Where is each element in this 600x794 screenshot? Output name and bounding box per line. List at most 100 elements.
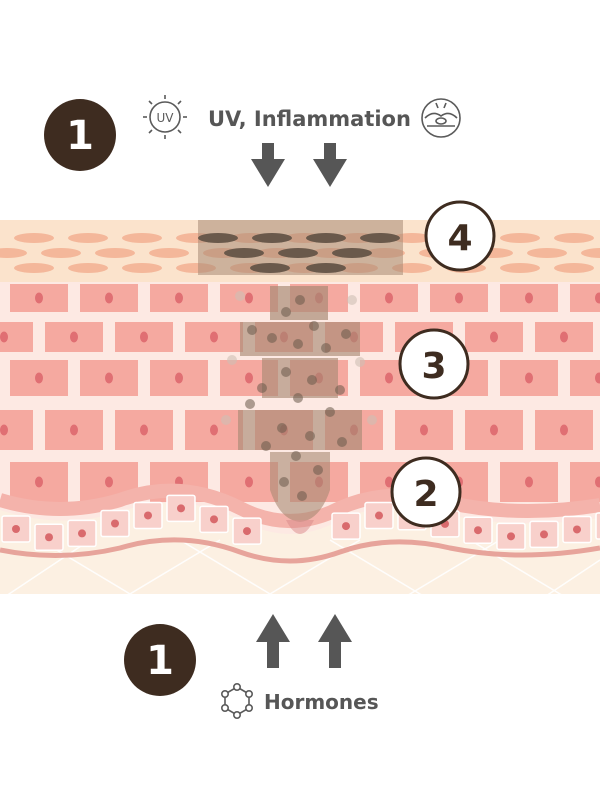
keratinocyte-nucleus <box>140 424 148 436</box>
keratinocyte-nucleus <box>105 476 113 488</box>
arrow-up-right <box>318 614 352 668</box>
keratinocyte-nucleus <box>595 476 600 488</box>
inflamed-skin-icon <box>421 98 461 138</box>
melanin-column <box>238 286 362 534</box>
keratinocyte-nucleus <box>0 331 8 343</box>
keratinocyte-nucleus <box>70 331 78 343</box>
melanin-granule <box>235 291 245 301</box>
melanin-granule <box>277 423 287 433</box>
hormones-label: Hormones <box>264 690 379 714</box>
melanin-granule <box>347 295 357 305</box>
melanin-granule <box>279 477 289 487</box>
keratinocyte-nucleus <box>385 476 393 488</box>
keratinocyte-nucleus <box>595 372 600 384</box>
melanin-granule <box>307 375 317 385</box>
melanin-granule <box>257 383 267 393</box>
melanin-granule <box>313 465 323 475</box>
melanin-granule <box>247 325 257 335</box>
basal-membrane-bottom <box>0 537 600 564</box>
flat-cell <box>122 233 162 243</box>
keratinocyte-nucleus <box>175 292 183 304</box>
melanin-granule <box>309 321 319 331</box>
keratinocyte-nucleus <box>210 424 218 436</box>
basal-nucleus <box>375 511 383 520</box>
melanin-granule <box>281 367 291 377</box>
keratinocyte-nucleus <box>420 424 428 436</box>
flat-cell <box>68 263 108 273</box>
flat-cell <box>500 233 540 243</box>
keratinocyte-nucleus <box>0 424 8 436</box>
arrow-up-left <box>256 614 290 668</box>
basal-nucleus <box>507 532 515 541</box>
melanin-granule <box>367 415 377 425</box>
marker-2: 2 <box>390 456 462 528</box>
flat-cell <box>95 248 135 258</box>
melanin-granule <box>227 355 237 365</box>
marker-3: 3 <box>398 328 470 400</box>
melanin-granule <box>291 451 301 461</box>
basal-nucleus <box>144 511 152 520</box>
flat-cell <box>581 248 600 258</box>
flat-cell <box>41 248 81 258</box>
surface-pigment-patch <box>198 220 403 275</box>
melanin-granule <box>295 295 305 305</box>
hormone-molecule-icon <box>221 682 254 719</box>
keratinocyte-nucleus <box>140 331 148 343</box>
melanin-granule <box>297 491 307 501</box>
basal-nucleus <box>243 527 251 536</box>
keratinocyte-nucleus <box>385 292 393 304</box>
flat-cell <box>122 263 162 273</box>
keratinocyte-nucleus <box>105 292 113 304</box>
basal-nucleus <box>573 525 581 534</box>
keratinocyte-nucleus <box>490 331 498 343</box>
bottom-cause-group: 1 Hormones <box>124 614 379 719</box>
melanin-granule <box>337 437 347 447</box>
melanin-granule <box>355 357 365 367</box>
keratinocyte-nucleus <box>35 476 43 488</box>
melanin-granule <box>341 329 351 339</box>
keratinocyte-nucleus <box>245 372 253 384</box>
keratinocyte-nucleus <box>560 424 568 436</box>
step-badge-bottom-number: 1 <box>146 638 174 684</box>
keratinocyte-nucleus <box>525 372 533 384</box>
melanin-granule <box>305 431 315 441</box>
flat-cell <box>500 263 540 273</box>
basal-nucleus <box>12 525 20 533</box>
uv-icon-text: UV <box>157 111 175 125</box>
melanin-granule <box>325 407 335 417</box>
melanin-granule <box>267 333 277 343</box>
basal-nucleus <box>210 515 218 524</box>
basal-nucleus <box>78 529 86 538</box>
step-badge-top-number: 1 <box>66 113 94 159</box>
keratinocyte-nucleus <box>35 372 43 384</box>
melanin-granule <box>261 441 271 451</box>
keratinocyte-nucleus <box>105 372 113 384</box>
basal-nucleus <box>540 530 548 539</box>
keratinocyte-nucleus <box>175 372 183 384</box>
keratinocyte-nucleus <box>245 292 253 304</box>
step-badge-top <box>44 99 116 171</box>
flat-cell <box>149 248 189 258</box>
marker-4: 4 <box>424 200 496 272</box>
flat-cell <box>0 248 27 258</box>
uv-inflammation-label: UV, Inflammation <box>208 107 411 131</box>
basal-nucleus <box>111 519 119 528</box>
melanin-granule <box>281 307 291 317</box>
surface-pigment-cells <box>198 233 400 273</box>
flat-cell <box>554 263 594 273</box>
arrow-down-right <box>313 143 347 187</box>
flat-cell <box>14 233 54 243</box>
keratinocyte-nucleus <box>455 292 463 304</box>
basal-cell <box>595 512 600 540</box>
marker-3-number: 3 <box>421 346 446 387</box>
basal-nucleus <box>177 504 185 513</box>
keratinocyte-nucleus <box>35 292 43 304</box>
melanin-granule <box>245 399 255 409</box>
top-cause-group: 1 UV UV, Inflammation <box>44 95 461 187</box>
uv-sun-icon <box>143 95 187 139</box>
basal-nucleus <box>342 522 350 531</box>
melanin-granule <box>335 385 345 395</box>
melanin-granule <box>221 415 231 425</box>
melanin-granule <box>321 343 331 353</box>
